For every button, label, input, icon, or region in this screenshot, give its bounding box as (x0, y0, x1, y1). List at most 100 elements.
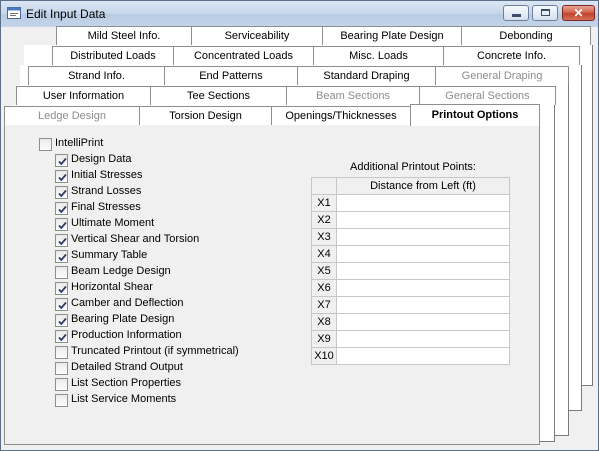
tab-concentrated-loads[interactable]: Concentrated Loads (173, 46, 314, 65)
check-icon (58, 157, 67, 166)
maximize-icon (541, 9, 550, 16)
grid-row: X7 (311, 296, 510, 314)
tab-tee-sections[interactable]: Tee Sections (150, 86, 287, 105)
tab-misc-loads[interactable]: Misc. Loads (313, 46, 444, 65)
check-icon (58, 301, 67, 310)
checkbox[interactable] (55, 330, 68, 343)
row-header-x5: X5 (311, 262, 337, 280)
checkbox[interactable] (39, 138, 52, 151)
check-icon (58, 205, 67, 214)
distance-column-header: Distance from Left (ft) (336, 177, 510, 195)
checkbox[interactable] (55, 202, 68, 215)
tab-mild-steel-info[interactable]: Mild Steel Info. (56, 26, 192, 45)
additional-points-caption: Additional Printout Points: (350, 161, 476, 173)
distance-cell-x6[interactable] (336, 279, 510, 297)
distance-cell-x1[interactable] (336, 194, 510, 212)
row-header-x3: X3 (311, 228, 337, 246)
tab-openings-thicknesses[interactable]: Openings/Thicknesses (271, 106, 411, 125)
distance-cell-x3[interactable] (336, 228, 510, 246)
checkbox-label: Bearing Plate Design (71, 313, 175, 325)
check-icon (58, 189, 67, 198)
checkbox[interactable] (55, 378, 68, 391)
checkbox[interactable] (55, 186, 68, 199)
checkbox-label: Final Stresses (71, 201, 141, 213)
distance-cell-x9[interactable] (336, 330, 510, 348)
grid-row: X3 (311, 228, 510, 246)
grid-row: X1 (311, 194, 510, 212)
distance-cell-x4[interactable] (336, 245, 510, 263)
checkbox-label: Camber and Deflection (71, 297, 184, 309)
check-icon (58, 237, 67, 246)
tab-printout-options[interactable]: Printout Options (410, 104, 540, 126)
checkbox-label: Strand Losses (71, 185, 142, 197)
row-header-x7: X7 (311, 296, 337, 314)
checkbox[interactable] (55, 218, 68, 231)
check-icon (58, 221, 67, 230)
tab-debonding[interactable]: Debonding (461, 26, 591, 45)
row-header-x6: X6 (311, 279, 337, 297)
close-icon: ✕ (573, 6, 584, 20)
tab-ledge-design[interactable]: Ledge Design (4, 106, 140, 125)
tab-torsion-design[interactable]: Torsion Design (139, 106, 272, 125)
distance-cell-x5[interactable] (336, 262, 510, 280)
check-icon (58, 285, 67, 294)
checkbox[interactable] (55, 362, 68, 375)
distance-cell-x8[interactable] (336, 313, 510, 331)
checkbox-label: List Section Properties (71, 377, 182, 389)
row-header-x1: X1 (311, 194, 337, 212)
check-icon (58, 317, 67, 326)
check-icon (58, 333, 67, 342)
tab-end-patterns[interactable]: End Patterns (164, 66, 298, 85)
checkbox[interactable] (55, 298, 68, 311)
check-icon (58, 253, 67, 262)
checkbox[interactable] (55, 346, 68, 359)
minimize-button[interactable] (503, 5, 529, 21)
maximize-button[interactable] (532, 5, 558, 21)
row-header-x8: X8 (311, 313, 337, 331)
checkbox[interactable] (55, 266, 68, 279)
tab-distributed-loads[interactable]: Distributed Loads (52, 46, 174, 65)
checkbox-label: List Service Moments (71, 393, 177, 405)
grid-row: X6 (311, 279, 510, 297)
app-window-icon (7, 7, 21, 19)
checkbox[interactable] (55, 314, 68, 327)
distance-cell-x10[interactable] (336, 347, 510, 365)
checkbox-label: Horizontal Shear (71, 281, 153, 293)
checkbox[interactable] (55, 282, 68, 295)
checkbox-label: Production Information (71, 329, 182, 341)
tab-concrete-info[interactable]: Concrete Info. (443, 46, 580, 65)
title-bar[interactable]: Edit Input Data ✕ (1, 1, 598, 27)
tab-strand-info[interactable]: Strand Info. (28, 66, 165, 85)
checkbox-label: Initial Stresses (71, 169, 143, 181)
checkbox-label: Ultimate Moment (71, 217, 155, 229)
checkbox[interactable] (55, 170, 68, 183)
checkbox[interactable] (55, 394, 68, 407)
distance-cell-x7[interactable] (336, 296, 510, 314)
tab-beam-sections[interactable]: Beam Sections (286, 86, 420, 105)
tab-general-draping[interactable]: General Draping (435, 66, 569, 85)
grid-row: X9 (311, 330, 510, 348)
checkbox[interactable] (55, 234, 68, 247)
row-header-x2: X2 (311, 211, 337, 229)
grid-row: X5 (311, 262, 510, 280)
checkbox-label: IntelliPrint (55, 137, 104, 149)
grid-corner-cell (311, 177, 337, 195)
grid-row: X4 (311, 245, 510, 263)
tab-serviceability[interactable]: Serviceability (191, 26, 323, 45)
tab-user-information[interactable]: User Information (16, 86, 151, 105)
checkbox[interactable] (55, 250, 68, 263)
tab-bearing-plate-design[interactable]: Bearing Plate Design (322, 26, 462, 45)
tab-general-sections[interactable]: General Sections (419, 86, 556, 105)
checkbox-label: Design Data (71, 153, 132, 165)
grid-row: X10 (311, 347, 510, 365)
checkbox[interactable] (55, 154, 68, 167)
checkbox-label: Summary Table (71, 249, 148, 261)
tab-standard-draping[interactable]: Standard Draping (297, 66, 436, 85)
distance-cell-x2[interactable] (336, 211, 510, 229)
close-button[interactable]: ✕ (562, 5, 595, 21)
grid-row: X8 (311, 313, 510, 331)
checkbox-label: Beam Ledge Design (71, 265, 171, 277)
row-header-x4: X4 (311, 245, 337, 263)
